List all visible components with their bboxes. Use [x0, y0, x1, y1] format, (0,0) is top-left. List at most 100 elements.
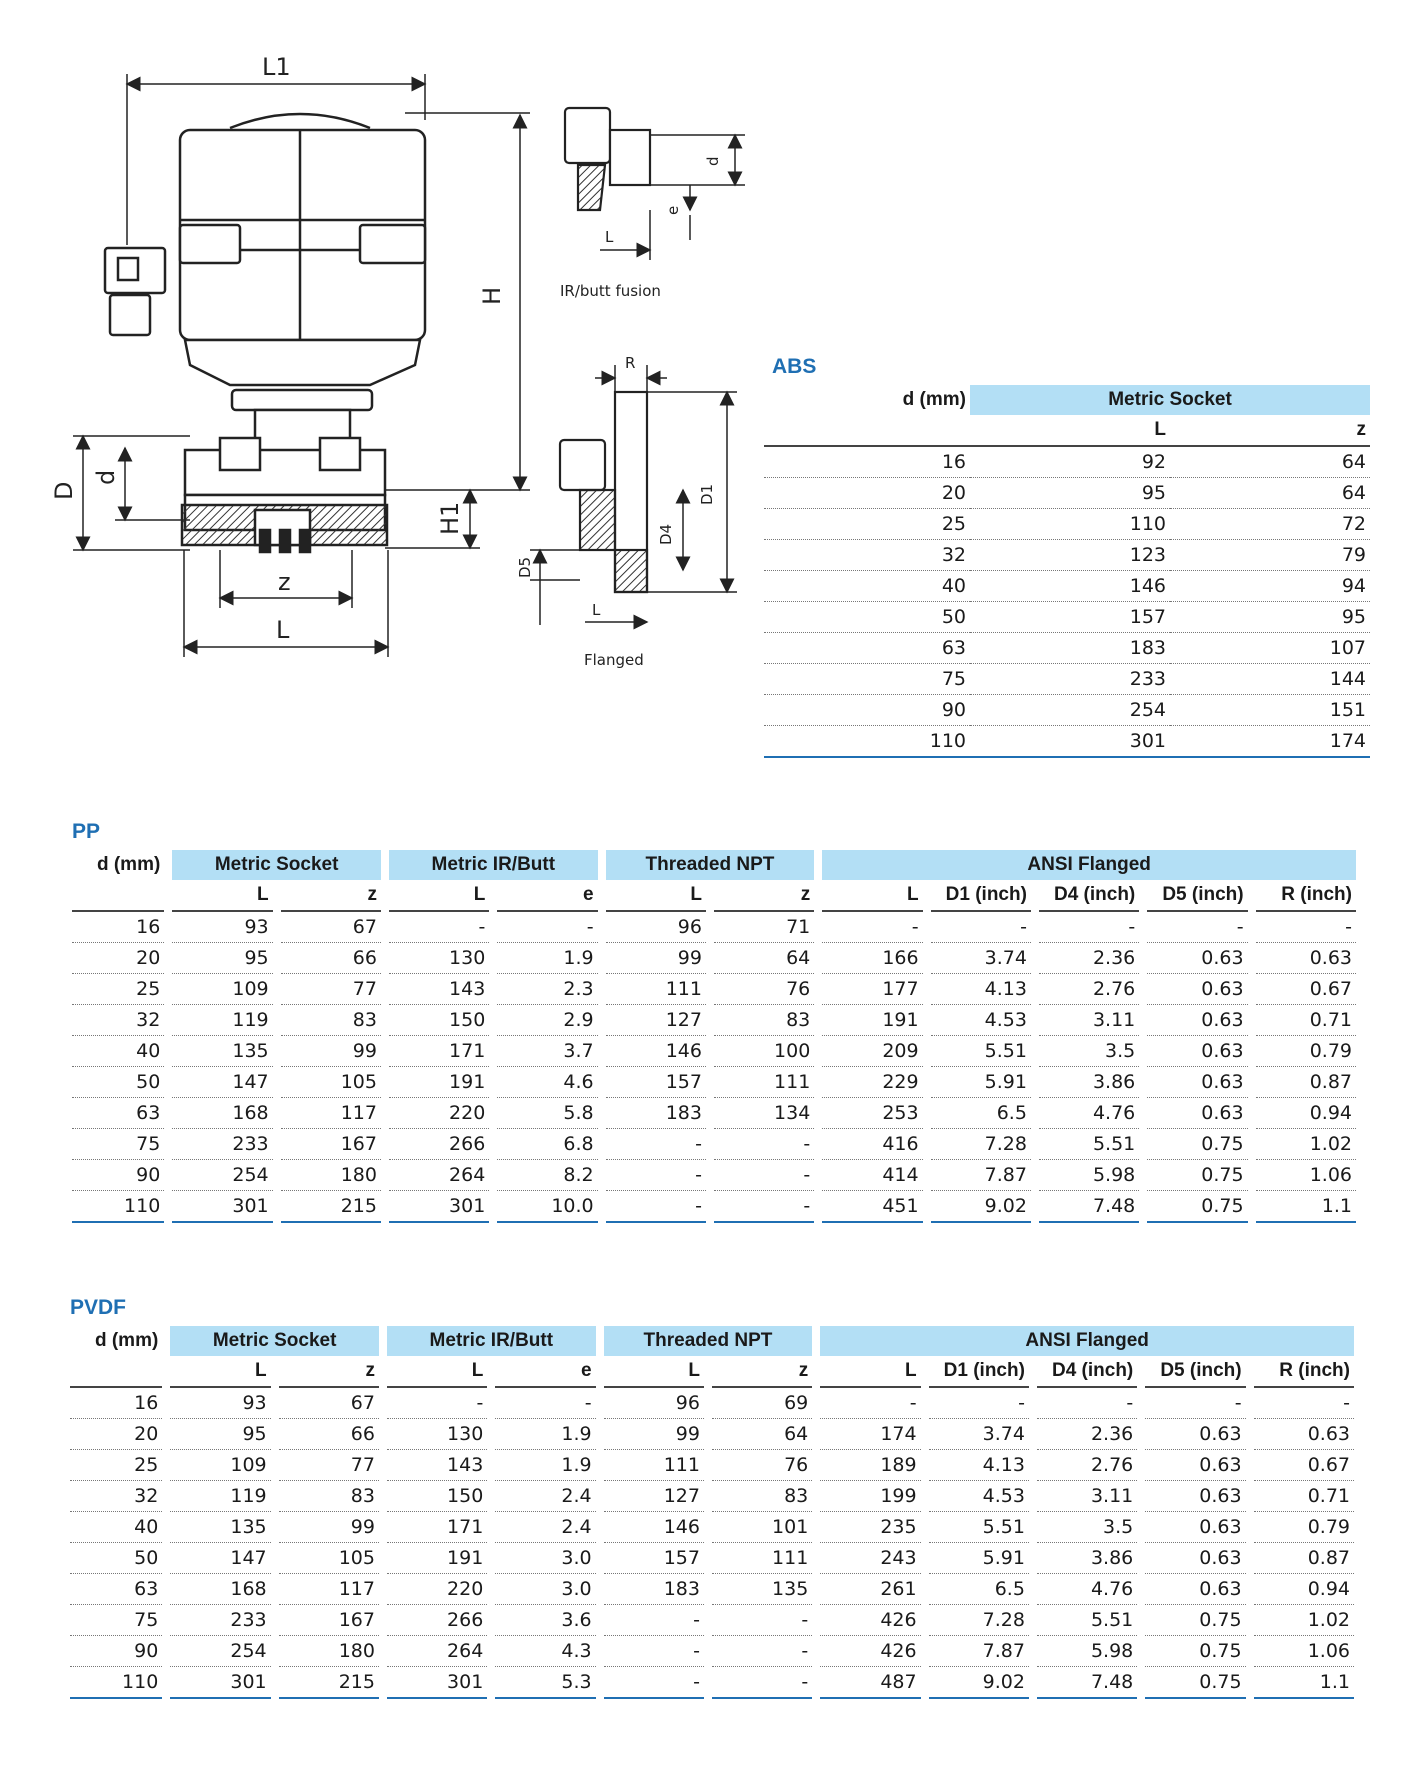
table-cell: 2.4 [495, 1512, 596, 1543]
table-cell: 83 [711, 1481, 813, 1512]
table-cell: 7.28 [928, 1605, 1029, 1636]
table-cell: 199 [820, 1481, 921, 1512]
table-cell: 110 [970, 509, 1170, 540]
table-cell: 110 [72, 1191, 165, 1223]
table-cell: 99 [603, 1419, 704, 1450]
table-cell: 183 [603, 1574, 704, 1605]
table-cell: 5.98 [1036, 1636, 1138, 1667]
pvdf-sub-header: D1 (inch) [928, 1356, 1029, 1388]
flanged-labels: R D1 D4 D5 L Flanged [516, 354, 716, 669]
pvdf-group-header: Threaded NPT [603, 1326, 813, 1356]
table-cell: 0.63 [1147, 1098, 1248, 1129]
table-cell: 3.6 [495, 1605, 596, 1636]
table-cell: 0.87 [1255, 1067, 1356, 1098]
table-cell: 79 [1170, 540, 1371, 571]
table-cell: 261 [820, 1574, 921, 1605]
table-cell: 40 [764, 571, 970, 602]
ir-butt-labels: d e L IR/butt fusion [560, 156, 722, 300]
table-cell: 10.0 [497, 1191, 598, 1223]
table-cell: - [711, 1667, 813, 1699]
table-cell: 63 [72, 1098, 165, 1129]
table-cell: 25 [72, 974, 165, 1005]
table-cell: - [713, 1160, 815, 1191]
table-cell: 150 [386, 1481, 488, 1512]
table-cell: 253 [822, 1098, 923, 1129]
table-cell: 254 [172, 1160, 273, 1191]
pp-sub-header: L [388, 880, 490, 912]
table-cell: 94 [1170, 571, 1371, 602]
table-cell: - [1036, 1388, 1138, 1419]
table-cell: 2.76 [1038, 974, 1140, 1005]
table-cell: - [820, 1388, 921, 1419]
table-cell: 235 [820, 1512, 921, 1543]
table-cell: 7.87 [928, 1636, 1029, 1667]
table-cell: 168 [172, 1098, 273, 1129]
table-cell: 40 [70, 1512, 163, 1543]
table-cell: 266 [388, 1129, 490, 1160]
table-cell: 7.48 [1038, 1191, 1140, 1223]
table-cell: 157 [603, 1543, 704, 1574]
table-cell: 146 [605, 1036, 706, 1067]
table-cell: 233 [170, 1605, 271, 1636]
table-cell: 64 [711, 1419, 813, 1450]
table-cell: 6.8 [497, 1129, 598, 1160]
table-cell: 0.75 [1145, 1667, 1246, 1699]
table-cell: 25 [764, 509, 970, 540]
svg-text:H1: H1 [436, 502, 464, 535]
table-cell: 0.94 [1255, 1098, 1356, 1129]
table-cell: 0.63 [1147, 943, 1248, 974]
table-cell: - [713, 1191, 815, 1223]
table-cell: 0.67 [1253, 1450, 1354, 1481]
table-cell: 4.3 [495, 1636, 596, 1667]
table-cell: 157 [605, 1067, 706, 1098]
table-cell: 90 [72, 1160, 165, 1191]
table-cell: 32 [70, 1481, 163, 1512]
table-cell: 5.51 [1038, 1129, 1140, 1160]
table-cell: 1.1 [1253, 1667, 1354, 1699]
table-cell: 171 [388, 1036, 490, 1067]
table-cell: 5.51 [930, 1036, 1031, 1067]
table-cell: 77 [280, 974, 381, 1005]
table-cell: 254 [170, 1636, 271, 1667]
table-cell: 5.91 [928, 1543, 1029, 1574]
table-cell: 4.6 [497, 1067, 598, 1098]
table-cell: 0.63 [1255, 943, 1356, 974]
table-cell: 16 [764, 447, 970, 478]
table-cell: 3.86 [1036, 1543, 1138, 1574]
table-cell: 3.5 [1036, 1512, 1138, 1543]
table-cell: 105 [280, 1067, 381, 1098]
table-cell: 233 [970, 664, 1170, 695]
table-cell: - [603, 1605, 704, 1636]
table-cell: 130 [386, 1419, 488, 1450]
table-cell: 0.63 [1145, 1419, 1246, 1450]
table-cell: - [603, 1636, 704, 1667]
table-cell: 4.13 [930, 974, 1031, 1005]
table-cell: 3.74 [928, 1419, 1029, 1450]
table-cell: 266 [386, 1605, 488, 1636]
table-cell: - [497, 912, 598, 943]
table-cell: 107 [1170, 633, 1371, 664]
table-cell: 147 [172, 1067, 273, 1098]
table-cell: 9.02 [928, 1667, 1029, 1699]
pp-d-header: d (mm) [96, 854, 161, 875]
pp-group-header: Metric IR/Butt [388, 850, 598, 880]
table-cell: 0.75 [1145, 1636, 1246, 1667]
svg-text:L: L [605, 228, 614, 246]
abs-title: ABS [772, 355, 817, 378]
table-cell: - [605, 1129, 706, 1160]
table-cell: 32 [72, 1005, 165, 1036]
flanged-detail [558, 390, 649, 594]
svg-text:L: L [276, 616, 290, 644]
table-cell: 66 [280, 943, 381, 974]
table-cell: 109 [170, 1450, 271, 1481]
table-cell: 4.76 [1038, 1098, 1140, 1129]
table-cell: 3.0 [495, 1574, 596, 1605]
pvdf-sub-header: D4 (inch) [1036, 1356, 1138, 1388]
table-cell: 0.63 [1145, 1512, 1246, 1543]
